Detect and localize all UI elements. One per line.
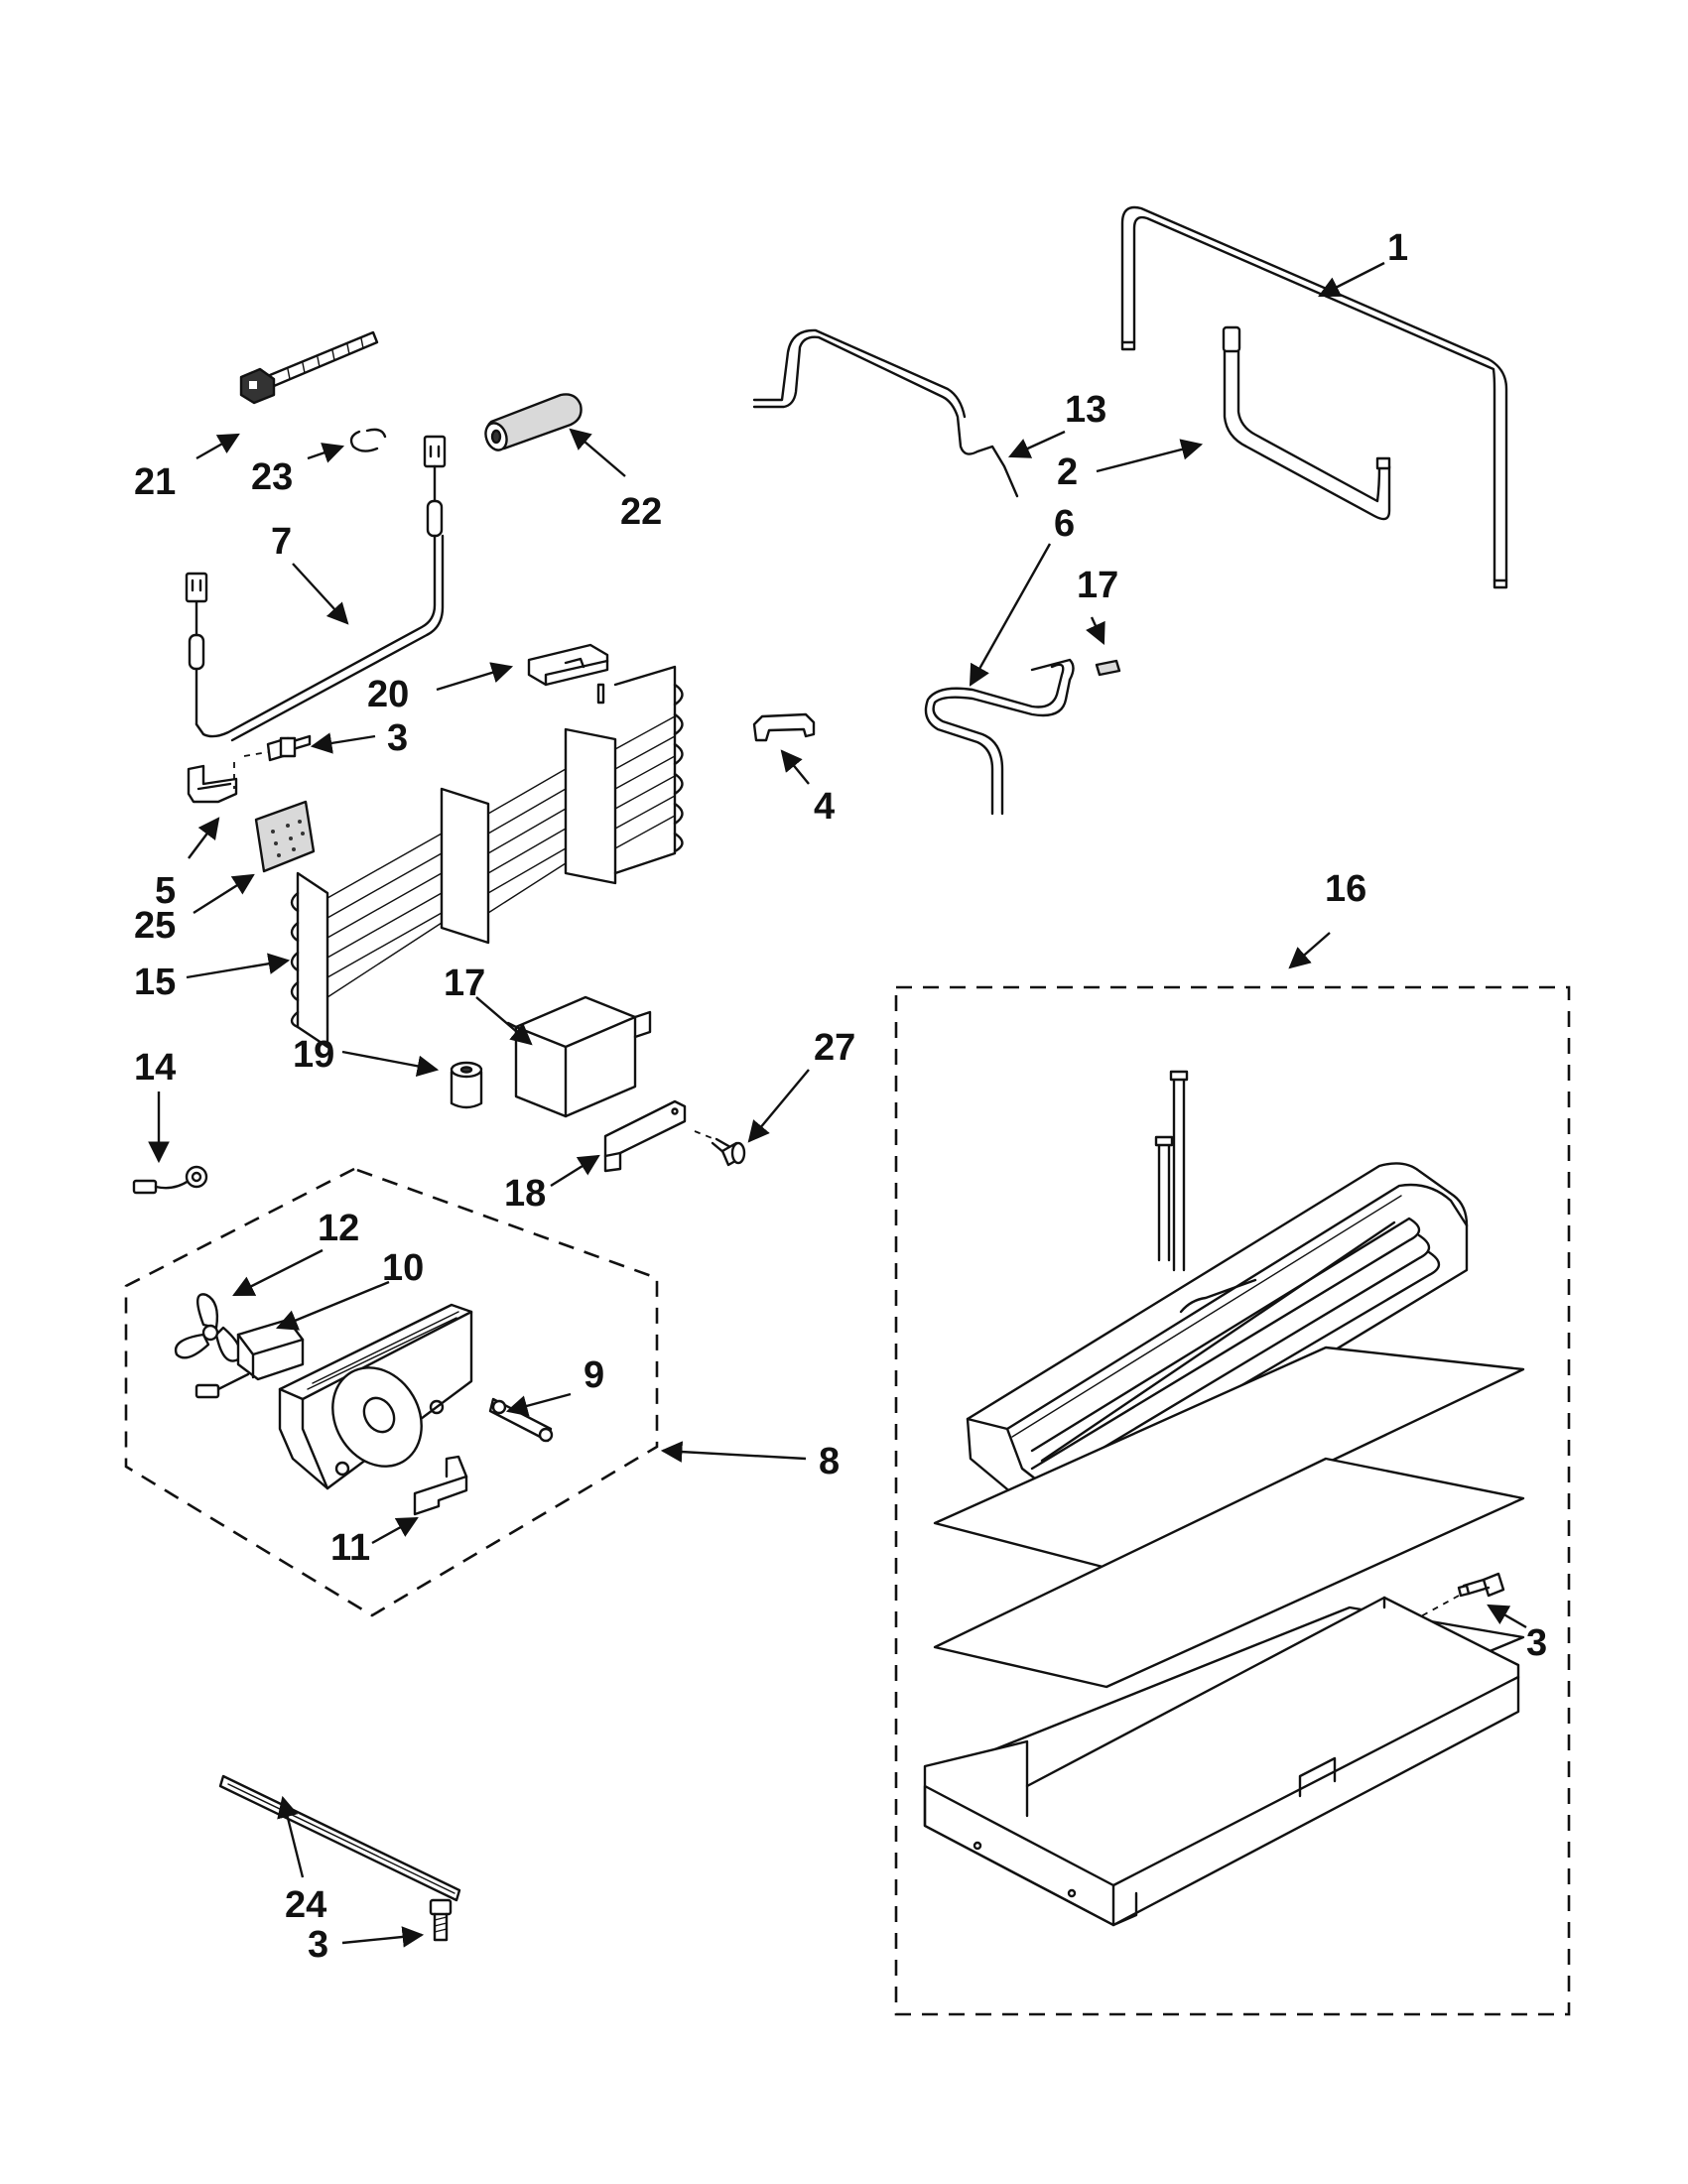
part-13-wire: [752, 328, 1019, 498]
part-7-harness: [185, 435, 447, 742]
callout-10: 10: [382, 1247, 424, 1289]
part-17-clip: [1095, 659, 1121, 677]
part-2-tube: [1222, 325, 1391, 521]
callout-18: 18: [504, 1173, 546, 1215]
callout-1: 1: [1387, 227, 1408, 269]
callout-19: 19: [293, 1034, 334, 1076]
part-19-cylinder: [450, 1061, 483, 1109]
callout-12: 12: [318, 1208, 359, 1249]
part-16-drain-pan-group: [894, 985, 1571, 2016]
part-11-clip: [413, 1455, 468, 1516]
callout-8: 8: [819, 1441, 840, 1482]
part-3-screw-upper: [266, 734, 312, 762]
part-4-clip: [752, 712, 816, 742]
part-16-tray: [966, 1162, 1469, 1507]
callout-9: 9: [584, 1354, 604, 1396]
leader-lines: [148, 261, 1527, 1948]
part-17-box: [506, 995, 652, 1118]
part-27-screw: [694, 1130, 746, 1167]
part-20-pad: [527, 643, 609, 687]
part-15-evaporator: [290, 665, 684, 1049]
part-25-plate: [254, 800, 316, 873]
part-10-motor: [195, 1318, 305, 1399]
part-18-plate: [603, 1099, 687, 1173]
part-14-sensor: [132, 1165, 208, 1195]
callout-labels: 1 2 3 3 3 4 5 6 7 8 9 10 11 12 13 14 15 …: [134, 227, 1547, 1966]
part-9-bracket: [488, 1397, 554, 1443]
part-21-cable-tie: [239, 330, 379, 405]
part-6-tube: [924, 658, 1075, 816]
part-3-screw-box: [1418, 1572, 1505, 1618]
part-1-tube: [1120, 205, 1508, 589]
callout-17: 17: [1077, 565, 1118, 606]
callout-6: 6: [1054, 503, 1075, 545]
part-8-fan-assembly-group: [124, 1167, 659, 1617]
callout-14: 14: [134, 1047, 176, 1089]
callout-7: 7: [271, 521, 292, 563]
part-3-screw-lower: [429, 1898, 453, 1942]
callout-13: 13: [1065, 389, 1106, 431]
callout-3: 3: [308, 1924, 328, 1966]
callout-16: 16: [1325, 868, 1366, 910]
callout-5: 5: [155, 870, 176, 912]
callout-21: 21: [134, 461, 176, 503]
callout-20: 20: [367, 674, 409, 715]
callout-17: 17: [444, 963, 485, 1004]
callout-3: 3: [387, 717, 408, 759]
callout-25: 25: [134, 905, 176, 947]
callout-22: 22: [620, 491, 662, 533]
part-22-insulation: [484, 393, 583, 451]
callout-15: 15: [134, 962, 176, 1003]
part-8-shroud: [278, 1303, 473, 1490]
callout-11: 11: [330, 1527, 370, 1569]
callout-4: 4: [814, 786, 835, 828]
callout-23: 23: [251, 456, 293, 498]
part-24-strip: [218, 1774, 461, 1902]
part-16-bottom-pan: [923, 1596, 1520, 1927]
part-23-clip: [349, 428, 387, 452]
part-12-fan-blade: [174, 1293, 242, 1362]
callout-24: 24: [285, 1884, 326, 1926]
callout-3: 3: [1526, 1622, 1547, 1664]
callout-27: 27: [814, 1027, 855, 1069]
callout-2: 2: [1057, 451, 1078, 493]
part-5-bracket: [187, 751, 269, 804]
